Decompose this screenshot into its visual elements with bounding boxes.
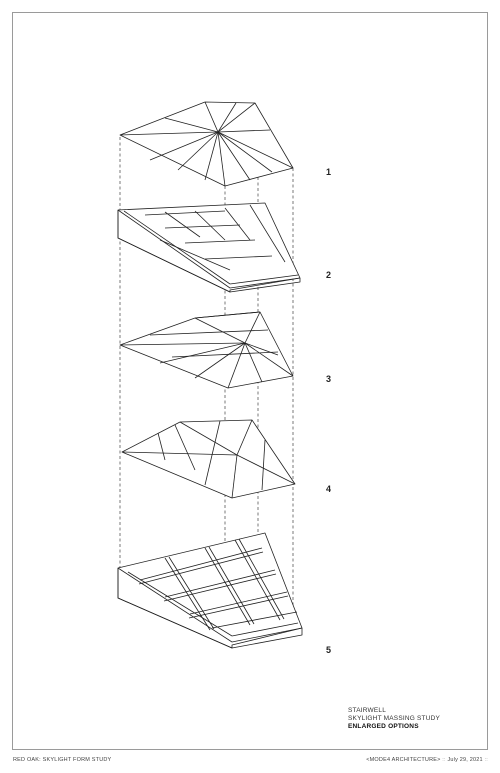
- option-3-pyramid: [119, 311, 294, 389]
- footer-separator-end: ::: [484, 757, 488, 763]
- sheet-border: [12, 12, 488, 750]
- option-label-1: 1: [326, 167, 332, 177]
- footer-firm: <MODE4 ARCHITECTURE>: [366, 757, 441, 763]
- option-label-4: 4: [326, 484, 332, 494]
- title-line-study: SKYLIGHT MASSING STUDY: [348, 715, 441, 722]
- option-label-3: 3: [326, 374, 332, 384]
- footer-project-name: RED OAK: SKYLIGHT FORM STUDY: [13, 757, 112, 763]
- footer-separator: ::: [442, 757, 446, 763]
- projection-lines: [119, 137, 294, 640]
- option-label-5: 5: [326, 645, 332, 655]
- option-4-gable-roof: [121, 419, 296, 499]
- option-5-grid-wedge: [117, 532, 303, 649]
- footer-date: July 29, 2021: [447, 757, 483, 763]
- title-block: STAIRWELL SKYLIGHT MASSING STUDY ENLARGE…: [348, 707, 440, 731]
- title-line-options: ENLARGED OPTIONS: [348, 723, 419, 730]
- option-label-2: 2: [326, 270, 332, 280]
- option-2-sloped-wedge: [117, 202, 301, 293]
- option-1-hip-roof: [119, 101, 294, 187]
- footer-credits: <MODE4 ARCHITECTURE> :: July 29, 2021 ::: [366, 757, 488, 763]
- title-line-stairwell: STAIRWELL: [348, 707, 387, 714]
